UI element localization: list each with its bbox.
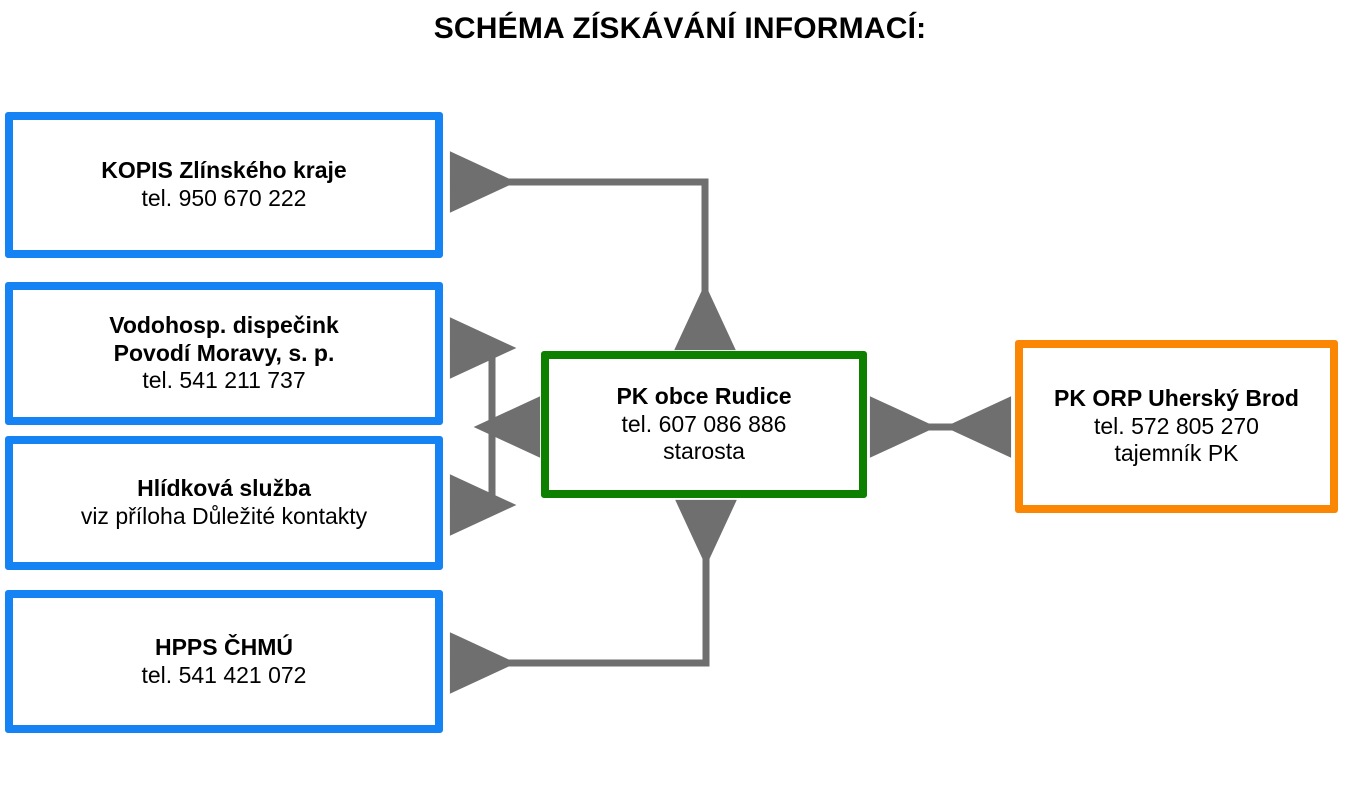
- node-orp-line2: tel. 572 805 270: [1094, 412, 1259, 439]
- edge-rudice-to-kopis: [449, 151, 709, 345]
- edge-comb-left-group: [449, 317, 541, 536]
- node-rudice-line3: starosta: [663, 438, 745, 465]
- node-povodi-moravy[interactable]: Vodohosp. dispečink Povodí Moravy, s. p.…: [5, 282, 443, 425]
- node-hlidka-line2: viz příloha Důležité kontakty: [80, 503, 368, 529]
- node-hpps-line1: HPPS ČHMÚ: [154, 633, 293, 660]
- node-kopis-line2: tel. 950 670 222: [141, 185, 307, 211]
- node-hpps-chmu[interactable]: HPPS ČHMÚ tel. 541 421 072: [5, 590, 443, 733]
- node-povodi-line1: Vodohosp. dispečink: [109, 312, 339, 339]
- node-hpps-line2: tel. 541 421 072: [141, 661, 307, 688]
- node-pk-orp-uhersky-brod[interactable]: PK ORP Uherský Brod tel. 572 805 270 taj…: [1015, 340, 1338, 513]
- node-povodi-line2: Povodí Moravy, s. p.: [113, 339, 335, 366]
- node-povodi-line3: tel. 541 211 737: [142, 367, 306, 394]
- page-title: SCHÉMA ZÍSKÁVÁNÍ INFORMACÍ:: [433, 12, 927, 45]
- node-orp-line3: tajemník PK: [1114, 440, 1239, 467]
- node-rudice-line1: PK obce Rudice: [616, 383, 792, 410]
- node-orp-line1: PK ORP Uherský Brod: [1054, 385, 1299, 412]
- node-hlidkova-sluzba[interactable]: Hlídková služba viz příloha Důležité kon…: [5, 436, 443, 570]
- node-kopis-line1: KOPIS Zlínského kraje: [101, 157, 347, 184]
- edge-hpps-to-rudice: [449, 499, 737, 694]
- node-hlidka-line1: Hlídková služba: [137, 475, 311, 502]
- node-kopis-zlinsky-kraj[interactable]: KOPIS Zlínského kraje tel. 950 670 222: [5, 112, 443, 258]
- node-rudice-line2: tel. 607 086 886: [621, 410, 787, 437]
- node-pk-obce-rudice[interactable]: PK obce Rudice tel. 607 086 886 starosta: [541, 351, 867, 498]
